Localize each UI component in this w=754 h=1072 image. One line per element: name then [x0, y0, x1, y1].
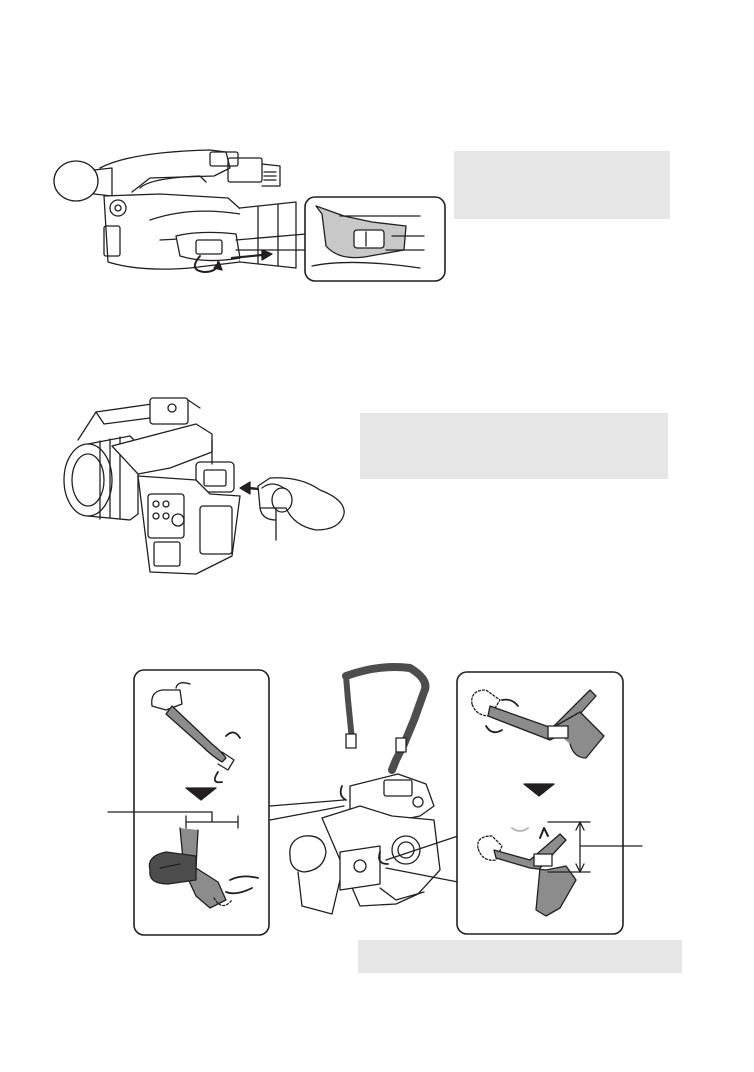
inset-connector [235, 233, 307, 241]
strap-loop-left-icon [148, 682, 259, 909]
camcorder-rear-icon [63, 397, 241, 575]
camcorder-side-icon [53, 149, 297, 270]
down-triangle-icon [523, 783, 555, 797]
inset-connector [269, 799, 345, 807]
camcorder-top-icon [289, 773, 441, 915]
eyecup-icon [257, 477, 345, 531]
grip-belt-inset-icon [304, 196, 446, 282]
pull-arrow-icon [230, 249, 273, 261]
note-box-eyecup [360, 413, 668, 479]
strap-loop-right-icon [471, 689, 605, 917]
rotate-arrow-head [213, 261, 223, 271]
note-box-shoulder-strap [358, 940, 682, 973]
inset-connector [269, 805, 345, 821]
down-triangle-icon [185, 787, 217, 801]
inset-connector [385, 835, 459, 861]
note-box-grip-belt [454, 151, 670, 219]
shoulder-strap-icon [342, 663, 430, 774]
inset-connector [385, 867, 459, 883]
